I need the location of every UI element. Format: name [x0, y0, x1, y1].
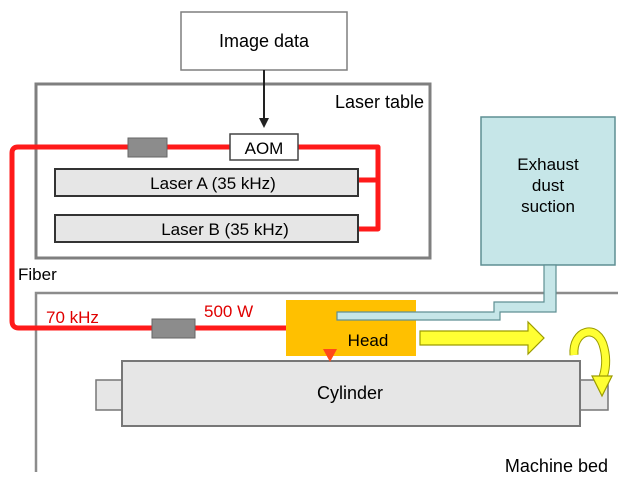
cylinder — [121, 360, 581, 427]
laser-b-box — [54, 214, 359, 243]
cylinder-label: Cylinder — [317, 383, 383, 403]
machine-bed-outline — [34, 291, 618, 472]
head-motion-arrow — [419, 320, 545, 356]
exhaust-label-line3: suction — [521, 197, 575, 216]
aom-label: AOM — [245, 139, 284, 158]
exhaust-duct-shape — [336, 264, 557, 321]
cylinder-shaft-left — [95, 379, 124, 411]
exhaust-label-line1: Exhaust — [517, 155, 579, 174]
rotation-arrow — [570, 328, 610, 382]
upper-connector — [127, 137, 168, 158]
power-label: 500 W — [204, 302, 253, 321]
aom-box — [229, 133, 299, 161]
beam-arrowhead — [323, 349, 337, 362]
machine-bed-label: Machine bed — [505, 456, 608, 476]
frequency-label: 70 kHz — [46, 308, 99, 327]
laser-b-label: Laser B (35 kHz) — [161, 220, 289, 239]
laser-a-box — [54, 168, 359, 197]
exhaust-label-line2: dust — [532, 176, 564, 195]
image-data-box — [180, 11, 348, 71]
laser-table-label: Laser table — [335, 92, 424, 112]
head-label: Head — [348, 331, 389, 350]
image-data-label: Image data — [219, 31, 310, 51]
lower-connector — [151, 318, 196, 339]
laser-a-label: Laser A (35 kHz) — [150, 174, 276, 193]
head-block — [286, 300, 416, 356]
fiber-label: Fiber — [18, 265, 57, 284]
fiber-path — [9, 144, 381, 331]
rotation-arrowhead — [591, 375, 613, 398]
